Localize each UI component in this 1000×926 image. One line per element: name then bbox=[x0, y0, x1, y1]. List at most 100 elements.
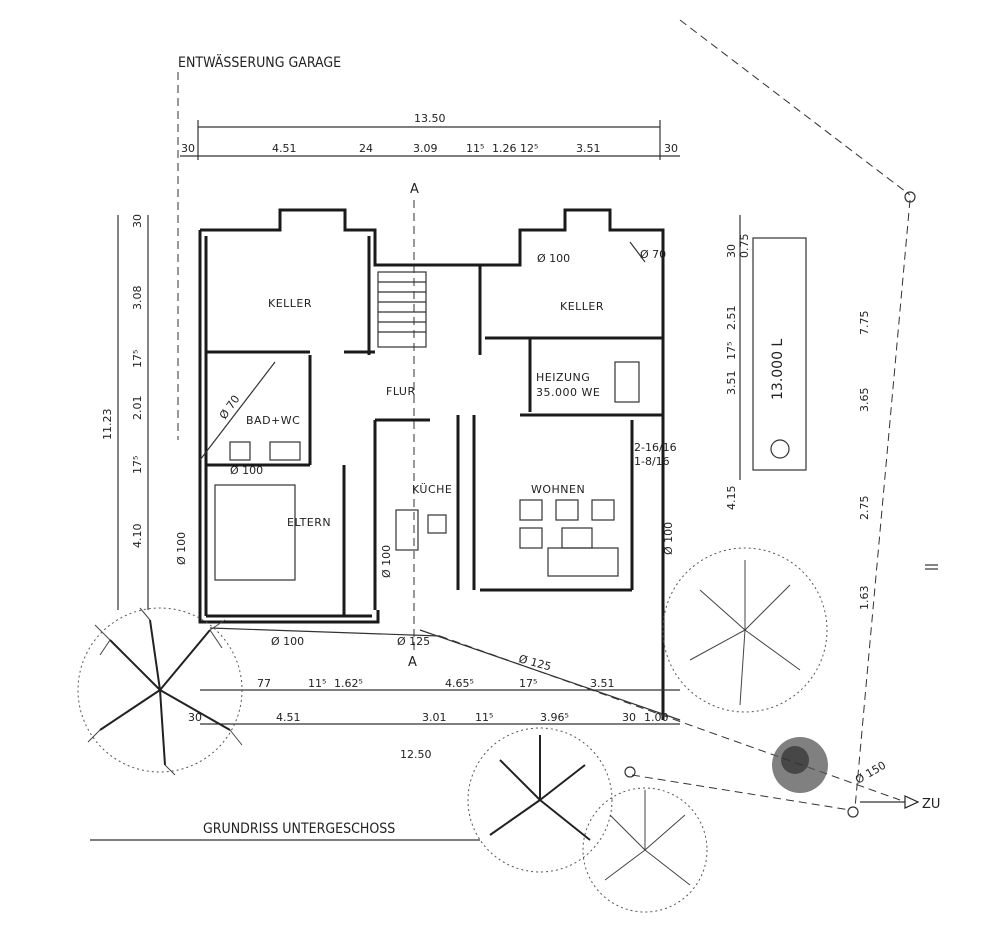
dim-left-total: 11.23 bbox=[101, 409, 114, 441]
table bbox=[561, 527, 593, 549]
dim-top-total: 13.50 bbox=[414, 112, 446, 125]
boundary-line-top bbox=[679, 19, 911, 196]
site-boundary bbox=[624, 19, 938, 818]
tank-label: 13.000 L bbox=[770, 339, 786, 400]
room-heizung: HEIZUNG bbox=[536, 371, 590, 384]
room-kuche: KÜCHE bbox=[412, 483, 452, 496]
outer-wall-top bbox=[200, 208, 665, 420]
pipe-label-d70-top: Ø 70 bbox=[640, 248, 666, 261]
dim-right-9: 2.75 bbox=[858, 496, 871, 521]
dim-bottom-1-3: 1.62⁵ bbox=[334, 677, 363, 690]
dim-right-3: 2.51 bbox=[725, 306, 738, 331]
dim-top-2: 4.51 bbox=[272, 142, 297, 155]
dim-right-8: 3.65 bbox=[858, 388, 871, 413]
pipe-label-d100-top: Ø 100 bbox=[537, 252, 570, 265]
tree-left bbox=[77, 607, 243, 776]
tree-branches bbox=[604, 790, 691, 886]
room-keller-left: KELLER bbox=[268, 297, 312, 310]
boiler bbox=[614, 361, 640, 403]
dim-column-right: 30 0.75 2.51 17⁵ 3.51 4.15 7.75 3.65 2.7… bbox=[725, 215, 871, 610]
room-keller-right: KELLER bbox=[560, 300, 604, 313]
dim-left-6: 4.10 bbox=[131, 524, 144, 549]
dim-left-2: 3.08 bbox=[131, 286, 144, 311]
zu-arrow: ZU bbox=[860, 795, 940, 812]
chair bbox=[519, 527, 543, 549]
dim-bottom-1-5: 17⁵ bbox=[519, 677, 537, 690]
tree-canopy bbox=[467, 727, 613, 873]
dim-top-7: 12⁵ bbox=[520, 142, 538, 155]
tree-canopy bbox=[662, 547, 828, 713]
dim-top-3: 24 bbox=[359, 142, 373, 155]
room-eltern: ELTERN bbox=[287, 516, 331, 529]
dim-bottom-2-6: 30 bbox=[622, 711, 636, 724]
dim-bottom-1-1: 77 bbox=[257, 677, 271, 690]
room-wohnen: WOHNEN bbox=[531, 483, 585, 496]
dim-bottom-2-7: 1.00 bbox=[644, 711, 669, 724]
dim-right-10: 1.63 bbox=[858, 586, 871, 611]
dim-left-5: 17⁵ bbox=[131, 456, 144, 474]
building-walls bbox=[198, 208, 681, 721]
pipe-label-d100-left: Ø 100 bbox=[175, 532, 188, 565]
dim-right-2: 0.75 bbox=[738, 234, 751, 259]
tank-outline bbox=[752, 237, 807, 471]
furniture bbox=[214, 361, 640, 581]
tank-manhole-icon bbox=[770, 439, 790, 459]
tree-bottom-2 bbox=[582, 787, 708, 913]
tree-bottom-1 bbox=[467, 727, 613, 873]
tree-branches bbox=[689, 560, 801, 706]
chair bbox=[591, 499, 615, 521]
dim-top-8: 3.51 bbox=[576, 142, 601, 155]
dim-left-4: 2.01 bbox=[131, 396, 144, 421]
dim-right-4: 17⁵ bbox=[725, 342, 738, 360]
dim-bottom-2-4: 11⁵ bbox=[475, 711, 493, 724]
bed bbox=[214, 484, 296, 581]
tree-branches bbox=[489, 735, 591, 841]
drainage-note: ENTWÄSSERUNG GARAGE bbox=[178, 53, 341, 71]
pipe-label-d100-bottom: Ø 100 bbox=[271, 635, 304, 648]
boundary-point bbox=[847, 806, 859, 818]
shrub bbox=[772, 737, 828, 793]
dim-bottom-2-3: 3.01 bbox=[422, 711, 447, 724]
pipe-d70-top bbox=[629, 241, 646, 263]
room-flur: FLUR bbox=[386, 385, 416, 398]
chair bbox=[519, 499, 543, 521]
shrub-core bbox=[781, 746, 809, 774]
tree-right-top bbox=[662, 547, 828, 713]
tree-twigs bbox=[87, 607, 243, 776]
dim-row-top: 30 4.51 24 3.09 11⁵ 1.26 12⁵ 3.51 30 bbox=[180, 142, 680, 157]
pipe-label-d125-a: Ø 125 bbox=[397, 635, 430, 648]
dim-top-9: 30 bbox=[664, 142, 678, 155]
dim-left-1: 30 bbox=[131, 214, 144, 228]
terrace-edge bbox=[419, 629, 681, 721]
sofa bbox=[547, 547, 619, 577]
dim-bottom-1-2: 11⁵ bbox=[308, 677, 326, 690]
room-heizung-capacity: 35.000 WE bbox=[536, 386, 600, 399]
section-marker-top: A bbox=[410, 182, 419, 197]
boundary-point bbox=[624, 766, 636, 778]
drawing-title: GRUNDRISS UNTERGESCHOSS bbox=[203, 821, 395, 837]
tree-branches bbox=[99, 619, 231, 766]
dim-top-6: 1.26 bbox=[492, 142, 517, 155]
room-bad-wc: BAD+WC bbox=[246, 414, 300, 427]
pipe-label-d70-bad: Ø 70 bbox=[217, 393, 243, 422]
pipe-label-d100-bad: Ø 100 bbox=[230, 464, 263, 477]
dim-top-5: 11⁵ bbox=[466, 142, 484, 155]
dim-column-left: 30 3.08 17⁵ 2.01 17⁵ 4.10 11.23 bbox=[101, 214, 149, 610]
drain-line-bottom bbox=[209, 627, 441, 637]
dim-right-5: 3.51 bbox=[725, 371, 738, 396]
dim-left-3: 17⁵ bbox=[131, 350, 144, 368]
window-note-1: 2-16/16 bbox=[634, 441, 677, 454]
dim-row-bottom: 77 11⁵ 1.62⁵ 4.65⁵ 17⁵ 3.51 4.51 30 3.01… bbox=[188, 677, 680, 761]
chair bbox=[555, 499, 579, 521]
dim-bottom-1-4: 4.65⁵ bbox=[445, 677, 474, 690]
tree-canopy bbox=[582, 787, 708, 913]
dim-top-1: 30 bbox=[181, 142, 195, 155]
dim-right-1: 30 bbox=[725, 244, 738, 258]
stair-outline bbox=[377, 271, 427, 348]
pipe-label-d100-right: Ø 100 bbox=[662, 522, 675, 555]
dim-bottom-1-6: 3.51 bbox=[590, 677, 615, 690]
boundary-line-bottom bbox=[631, 774, 851, 811]
boundary-line-right bbox=[854, 199, 911, 809]
kitchen-counter bbox=[395, 509, 419, 551]
